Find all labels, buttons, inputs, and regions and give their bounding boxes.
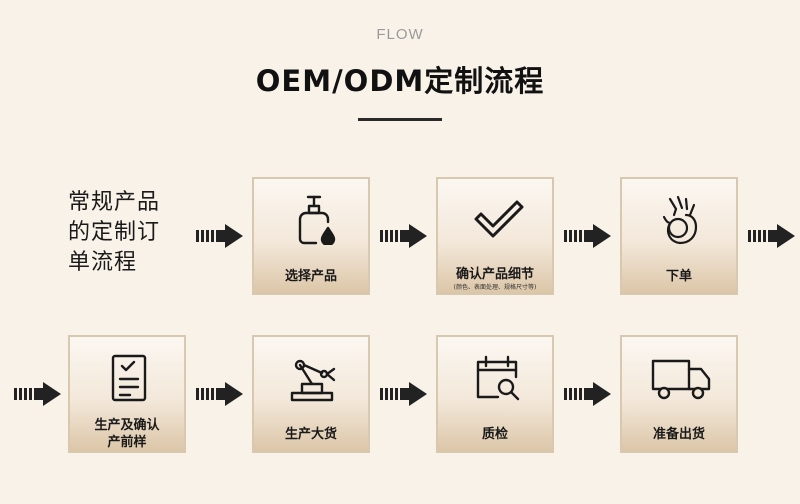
flow-arrow-icon bbox=[380, 382, 427, 406]
flow-arrow-icon bbox=[564, 224, 611, 248]
step-label-line-1: 生产及确认 bbox=[94, 418, 160, 433]
flow-arrow-icon bbox=[748, 224, 795, 248]
flow-arrow-icon bbox=[380, 224, 427, 248]
lotion-bottle-icon bbox=[298, 195, 336, 245]
robot-arm-icon bbox=[290, 359, 336, 402]
flow-arrow-icon bbox=[196, 382, 243, 406]
step-card-place-order: 下单 bbox=[620, 177, 738, 295]
step-label: 选择产品 bbox=[284, 269, 337, 284]
step-label: 生产大货 bbox=[284, 427, 337, 442]
intro-line-3: 单流程 bbox=[68, 250, 138, 275]
intro-line-2: 的定制订 bbox=[68, 220, 161, 245]
flow-arrow-icon bbox=[14, 382, 61, 406]
ok-hand-icon bbox=[662, 195, 698, 245]
step-label: 生产及确认 产前样 bbox=[70, 417, 184, 451]
flow-arrow-icon bbox=[196, 224, 243, 248]
page-title: OEM/ODM定制流程 bbox=[255, 64, 545, 98]
step-card-quality-inspection: 质检 bbox=[436, 335, 554, 453]
step-card-select-product: 选择产品 bbox=[252, 177, 370, 295]
step-label-line-2: 产前样 bbox=[107, 435, 147, 450]
step-label: 准备出货 bbox=[652, 427, 705, 442]
step-card-pre-production-sample: 生产及确认 产前样 bbox=[68, 335, 186, 453]
delivery-truck-icon bbox=[651, 359, 711, 400]
checkmark-icon bbox=[474, 200, 524, 238]
step-card-mass-production: 生产大货 bbox=[252, 335, 370, 453]
step-card-ready-to-ship: 准备出货 bbox=[620, 335, 738, 453]
step-label: 下单 bbox=[665, 269, 692, 284]
title-divider bbox=[358, 118, 442, 121]
intro-line-1: 常规产品 bbox=[68, 190, 161, 215]
flow-arrow-icon bbox=[564, 382, 611, 406]
calendar-search-icon bbox=[476, 355, 520, 401]
step-card-confirm-details: 确认产品细节 (颜色、表面处理、规格尺寸等) bbox=[436, 177, 554, 295]
step-label: 质检 bbox=[481, 427, 508, 442]
flow-kicker: FLOW bbox=[376, 26, 424, 43]
step-note: (颜色、表面处理、规格尺寸等) bbox=[453, 284, 537, 291]
intro-text: 常规产品 的定制订 单流程 bbox=[68, 188, 186, 278]
checklist-document-icon bbox=[111, 354, 147, 402]
step-label: 确认产品细节 bbox=[455, 267, 534, 282]
